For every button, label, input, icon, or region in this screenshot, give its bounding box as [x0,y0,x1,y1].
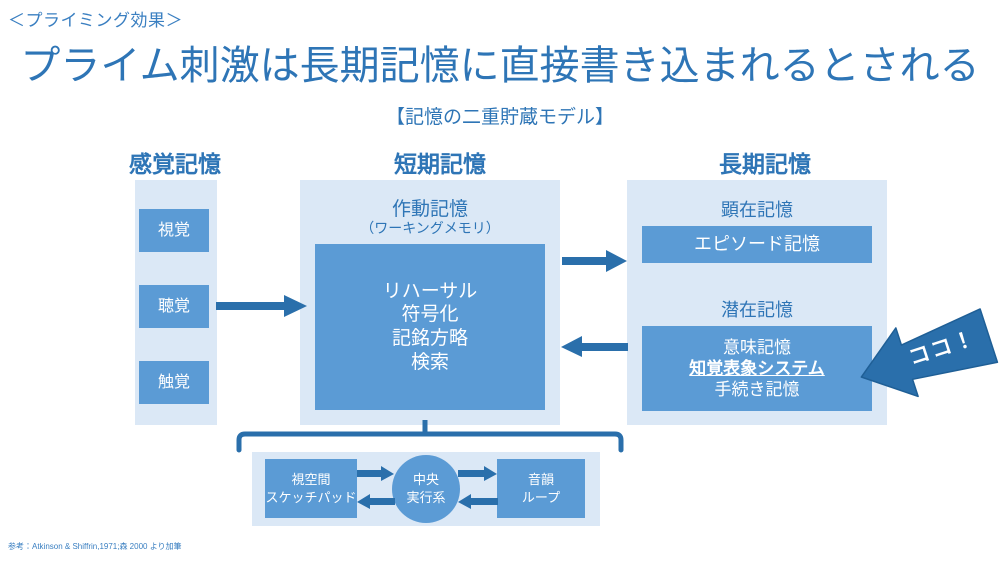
sensory-item-visual-label: 視覚 [157,221,190,239]
column-heading-long-term: 長期記憶 [719,151,811,177]
column-heading-short-term: 短期記憶 [394,151,486,177]
sensory-item-tactile-label: 触覚 [157,373,190,391]
phonological-line2: ループ [521,489,561,505]
process-line-rehearsal: リハーサル [382,280,478,302]
visuospatial-line1: 視空間 [291,471,331,487]
callout-here-arrow: ココ！ [852,304,1000,408]
explicit-memory-label: 顕在記憶 [721,200,793,220]
explicit-memory-box[interactable]: エピソード記憶 [642,226,872,263]
arrow-executive-to-sketchpad [355,494,395,510]
visuospatial-line2: スケッチパッド [265,489,357,505]
sensory-item-visual[interactable]: 視覚 [139,209,209,252]
bracket-working-memory-connector [235,420,625,454]
sensory-item-tactile[interactable]: 触覚 [139,361,209,404]
arrow-sketchpad-to-executive [357,466,395,482]
implicit-line-procedural: 手続き記憶 [714,380,800,400]
page-title: プライム刺激は長期記憶に直接書き込まれるとされる [20,44,980,88]
central-executive-line1: 中央 [412,472,439,488]
arrow-sensory-to-short-term [216,294,308,318]
footnote-reference: 参考：Atkinson & Shiffrin,1971;森 2000 より加筆 [8,542,182,551]
implicit-line-semantic: 意味記憶 [723,337,791,357]
process-line-retrieval: 検索 [410,351,449,373]
process-line-strategy: 記銘方略 [391,328,468,349]
arrow-long-term-to-short-term [560,336,628,358]
arrow-short-term-to-long-term [562,249,628,273]
page-subtitle: 【記憶の二重貯蔵モデル】 [385,107,614,128]
central-executive-circle[interactable]: 中央 実行系 [392,455,460,523]
sensory-item-auditory-label: 聴覚 [157,297,190,315]
column-heading-sensory: 感覚記憶 [129,151,221,177]
phonological-line1: 音韻 [527,471,554,487]
sensory-item-auditory[interactable]: 聴覚 [139,285,209,328]
short-term-process-box[interactable]: リハーサル 符号化 記銘方略 検索 [315,244,545,410]
process-line-encoding: 符号化 [401,304,459,326]
phonological-loop-box[interactable]: 音韻 ループ [497,459,585,518]
working-memory-title-line2: （ワーキングメモリ） [360,220,500,236]
implicit-memory-label: 潜在記憶 [721,300,793,320]
arrow-loop-to-executive [456,494,498,510]
visuospatial-sketchpad-box[interactable]: 視空間 スケッチパッド [265,459,357,518]
arrow-executive-to-loop [458,466,498,482]
working-memory-title-line1: 作動記憶 [391,199,468,220]
kicker-label: ＜プライミング効果＞ [8,11,183,30]
implicit-memory-box[interactable]: 意味記憶 知覚表象システム 手続き記憶 [642,326,872,411]
implicit-line-prs: 知覚表象システム [689,358,825,378]
explicit-memory-box-label: エピソード記憶 [694,234,820,255]
central-executive-line2: 実行系 [406,490,446,505]
